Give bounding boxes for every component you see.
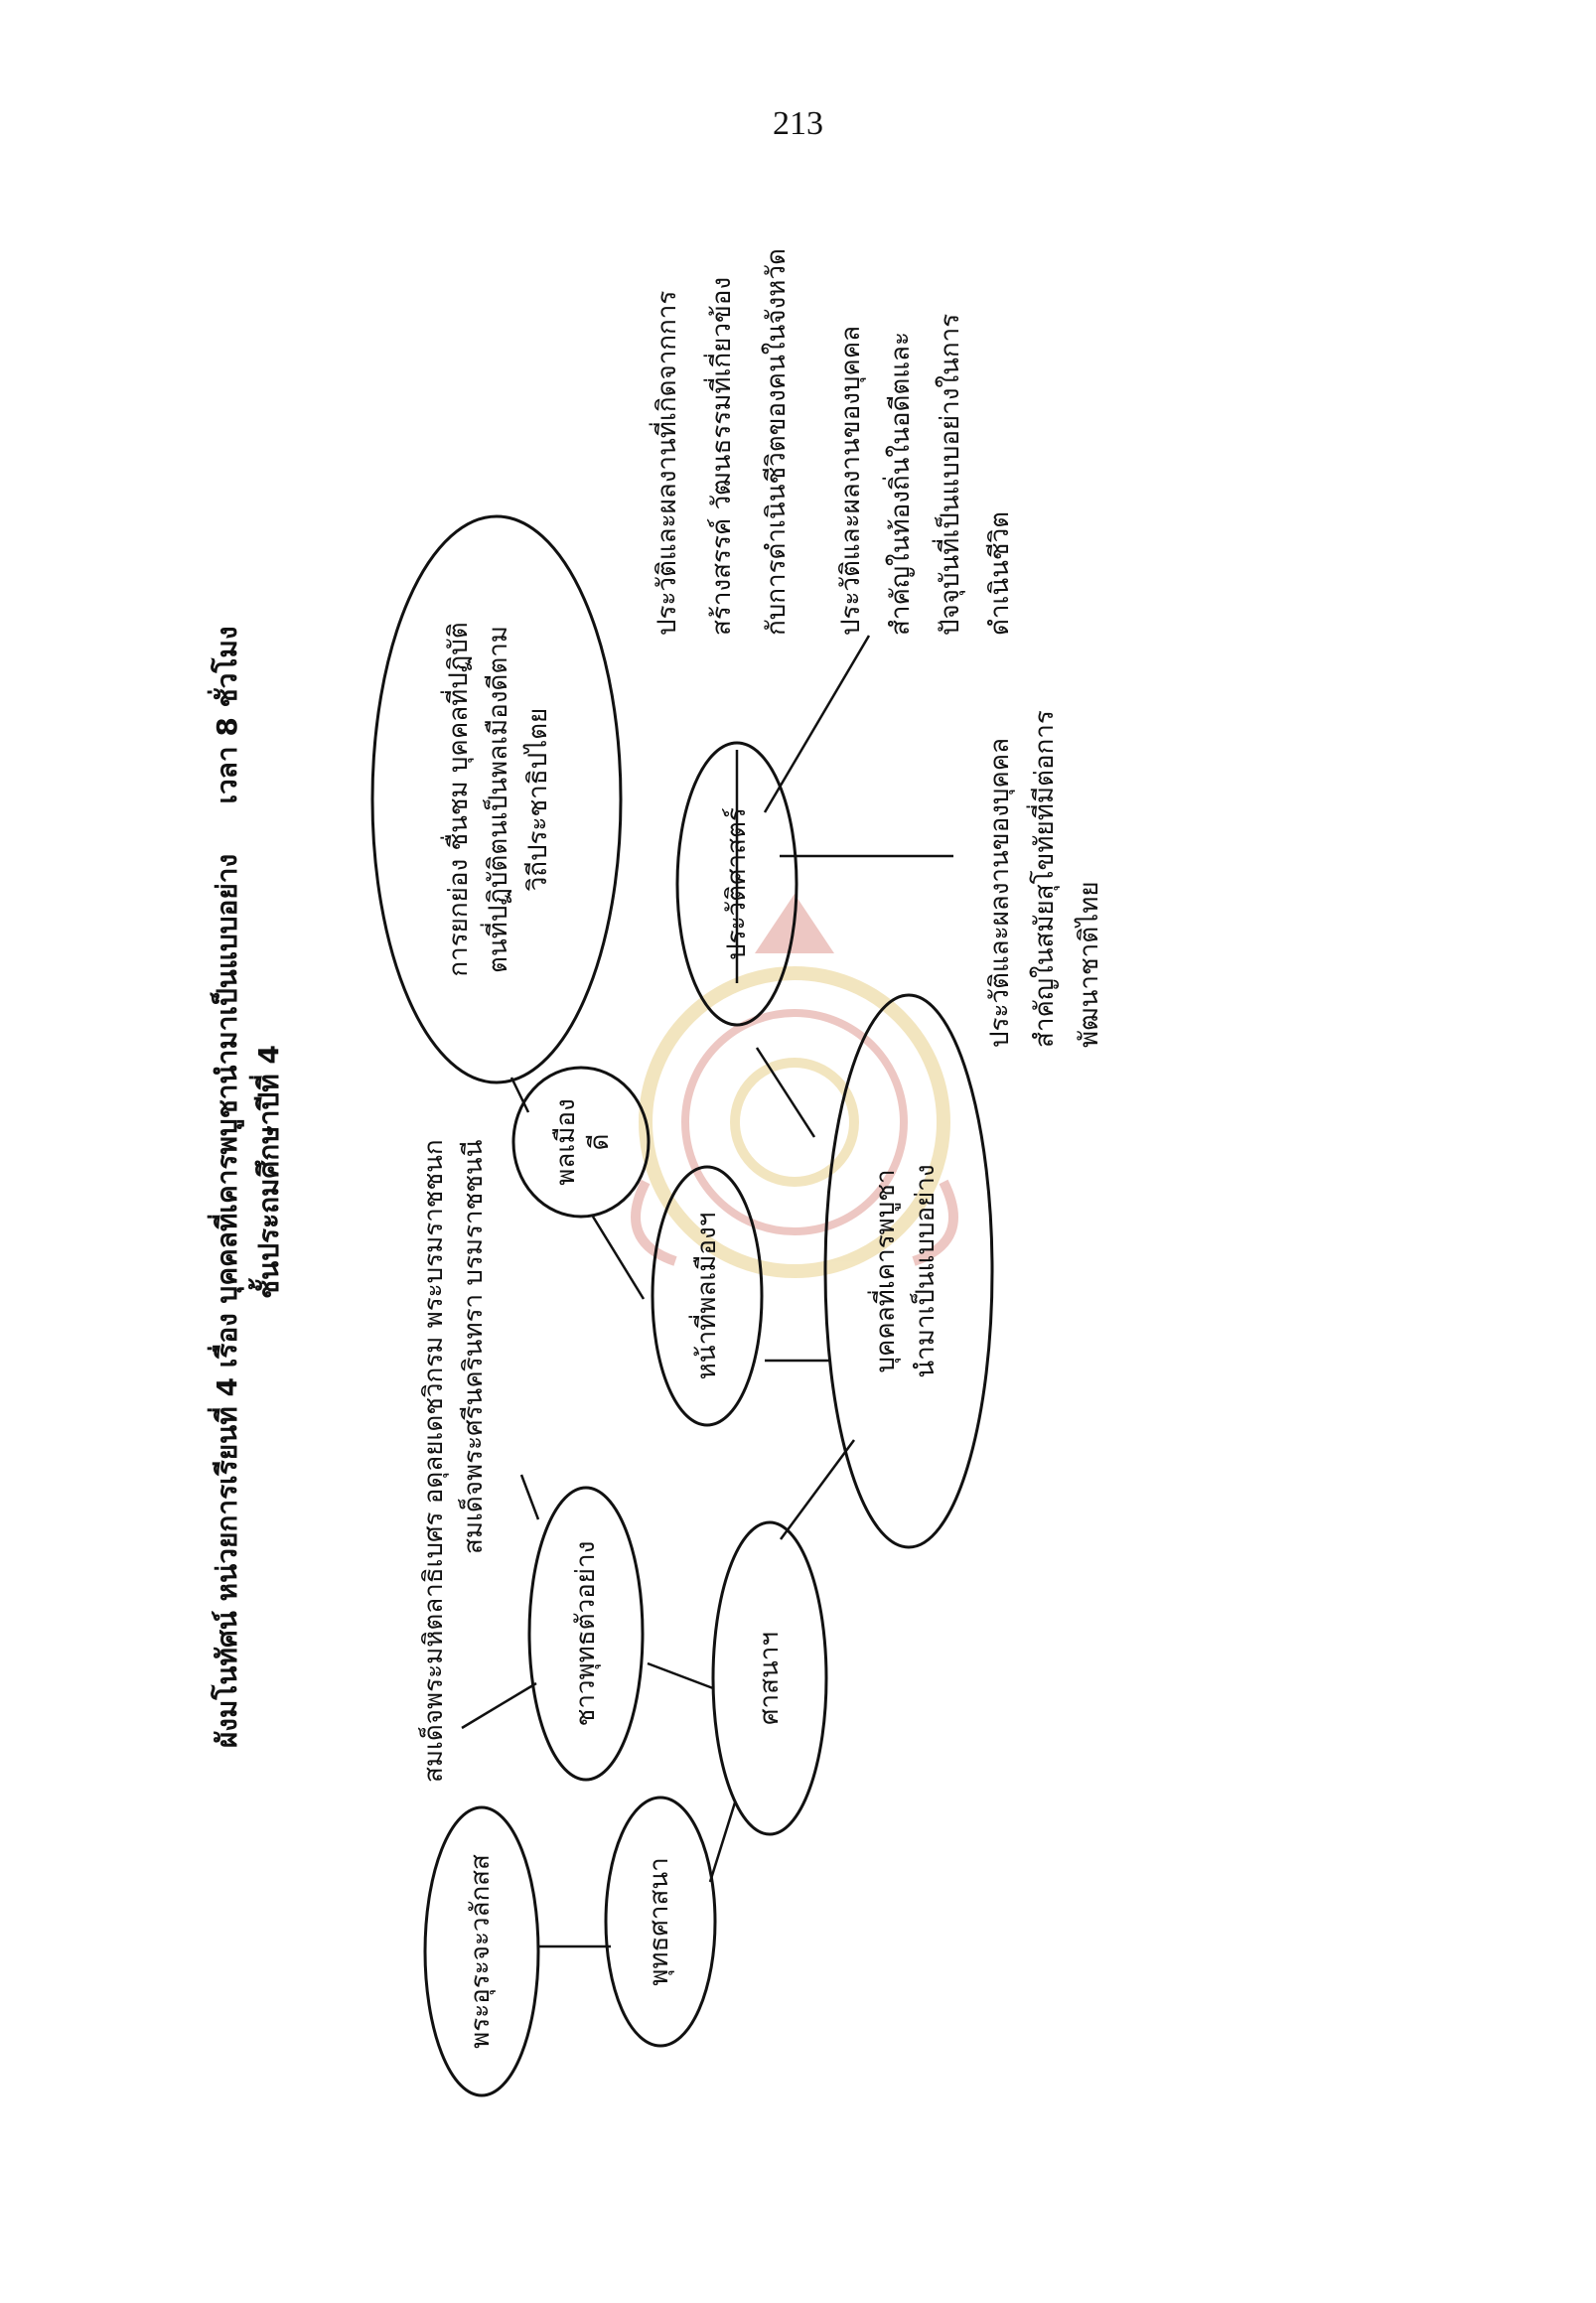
node-history (675, 741, 798, 1027)
note-history-local-2: สร้างสรรค์ วัฒนธรรมที่เกี่ยวข้อง (703, 277, 737, 636)
note-history-person-4: ดำเนินชีวิต (985, 511, 1015, 636)
note-history-sukhothai-1: ประวัติและผลงานของบุคคล (985, 738, 1015, 1048)
note-buddhist-figures-2: สมเด็จพระศรีนครินทรา บรมราชชนนี (457, 1139, 489, 1554)
note-buddhist-figures-1: สมเด็จพระมหิตลาธิเบศร อดุลยเดชวิกรม พระบ… (417, 1139, 449, 1783)
label-civic-duty: หน้าที่พลเมืองฯ (688, 1213, 722, 1380)
connectors (461, 635, 953, 1948)
label-history: ประวัติศาสตร์ (722, 807, 752, 960)
note-history-person-1: ประวัติและผลงานของบุคคล (836, 326, 866, 636)
note-history-sukhothai-3: พัฒนาชาติไทย (1074, 881, 1104, 1048)
node-relics (423, 1805, 540, 2097)
node-model-buddhist (527, 1486, 645, 1782)
note-history-local-3: กับการดำเนินชีวิตของคนในจังหวัด (762, 248, 792, 636)
note-history-sukhothai-2: สำคัญในสมัยสุโขทัยที่มีต่อการ (1026, 710, 1060, 1048)
label-center-2: นำมาเป็นแบบอย่าง (909, 1164, 941, 1377)
title-line1: ผังมโนทัศน์ หน่วยการเรียนที่ 4 เรื่อง บุ… (207, 854, 244, 1748)
page-number: 213 (773, 105, 823, 142)
label-model-buddhist: ชาวพุทธตัวอย่าง (571, 1541, 601, 1727)
note-history-local-1: ประวัติและผลงานที่เกิดจากการ (649, 291, 682, 636)
label-religion: ศาสนาฯ (755, 1632, 785, 1725)
label-buddhism: พุทธศาสนา (645, 1857, 674, 1986)
note-history-person-2: สำคัญในท้องถิ่นในอดีตและ (882, 332, 916, 636)
label-citizen-praise-1: การยกย่อง ชื่นชม บุคคลที่ปฏิบัติ (440, 622, 474, 976)
node-good-citizen (511, 1066, 651, 1219)
label-good-citizen-2: ดี (585, 1134, 615, 1151)
node-buddhism (604, 1796, 717, 2048)
label-good-citizen-1: พลเมือง (551, 1098, 581, 1185)
title-duration: เวลา 8 ชั่วโมง (207, 626, 243, 803)
label-center-1: บุคคลที่เคารพบูชา (867, 1169, 901, 1372)
label-citizen-praise-3: วิถีประชาธิปไตย (522, 708, 553, 892)
label-relics: พระอุระจะวลักสส (466, 1854, 496, 2049)
node-religion (711, 1520, 828, 1836)
node-citizen-praise (370, 514, 623, 1084)
node-civic-duty (651, 1165, 764, 1427)
note-history-person-3: ปัจจุบันที่เป็นแบบอย่างในการ (932, 314, 965, 636)
node-center (823, 993, 994, 1549)
title-line2: ชั้นประถมศึกษาปีที่ 4 (247, 1045, 285, 1299)
label-citizen-praise-2: ตนที่ปฏิบัติตนเป็นพลเมืองดีตาม (480, 626, 513, 973)
